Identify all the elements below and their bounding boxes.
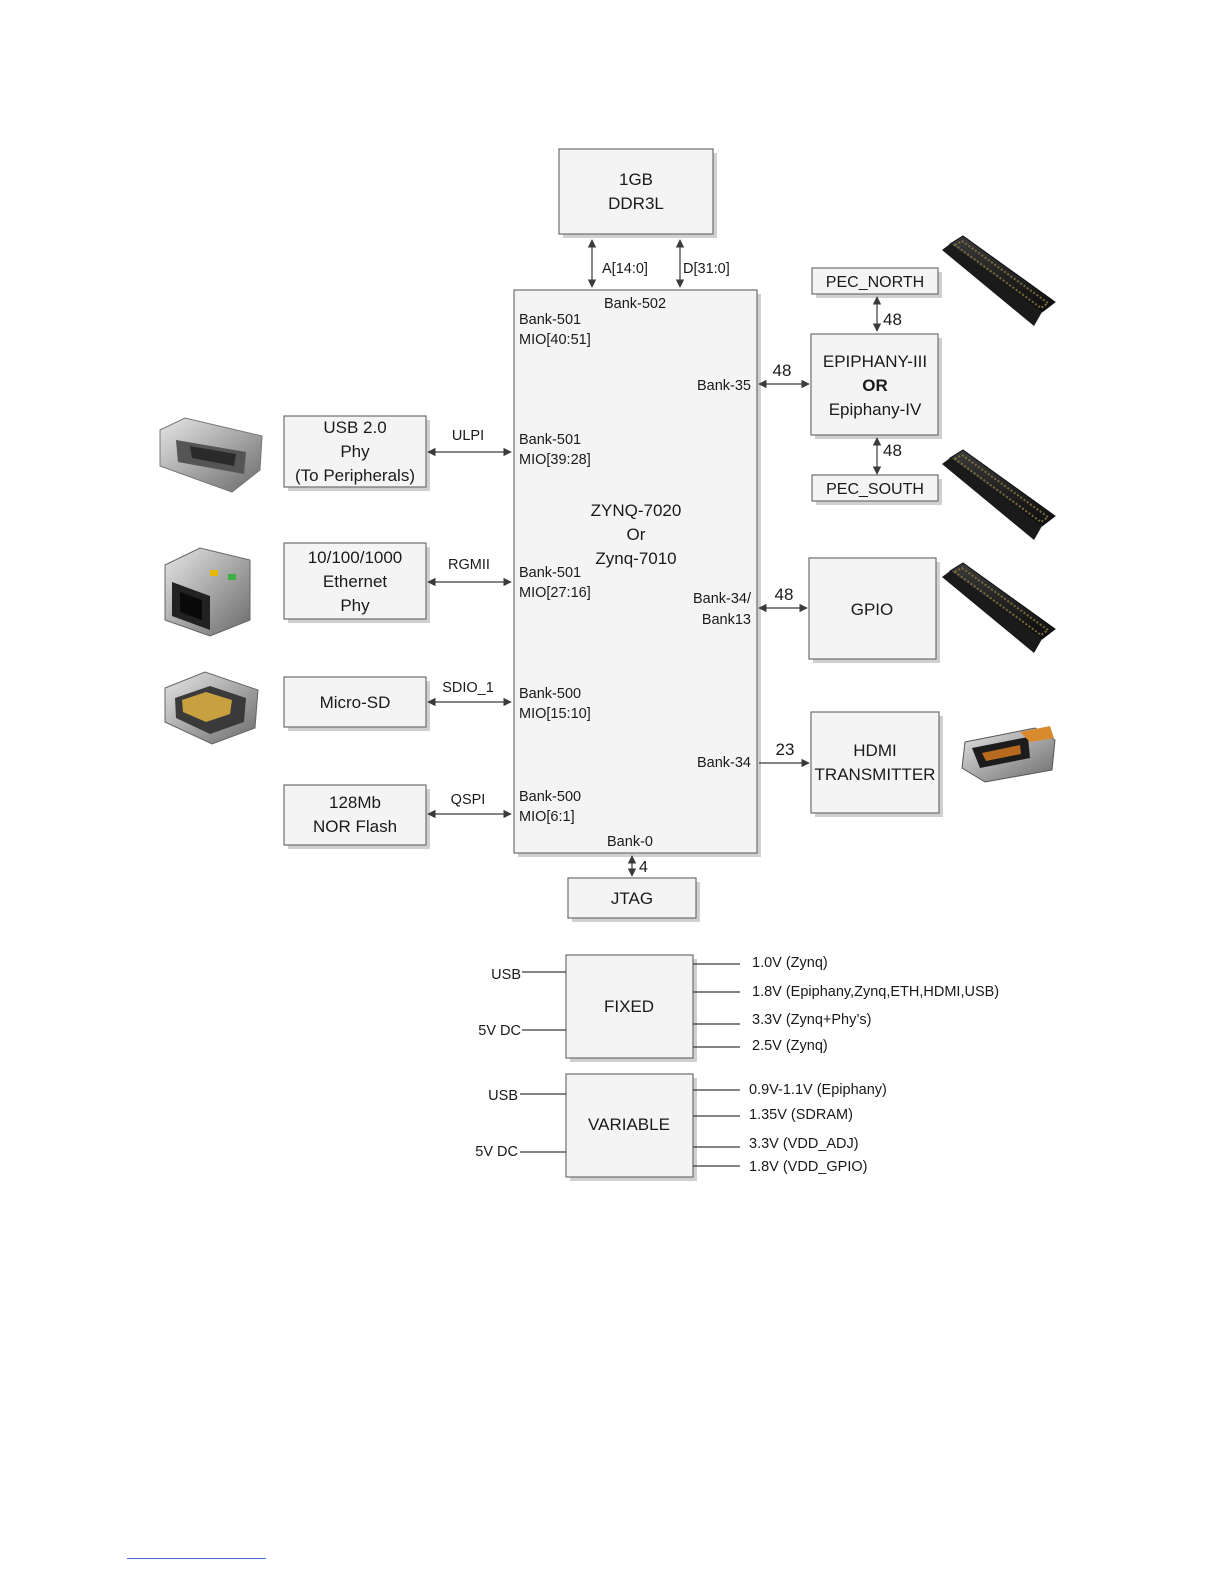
bank-34-13-label-a: Bank-34/ bbox=[693, 591, 752, 607]
ddr3l-block: 1GB DDR3L bbox=[558, 148, 717, 238]
pec-south-block: PEC_SOUTH bbox=[811, 474, 942, 505]
variable-in-5v: 5V DC bbox=[475, 1144, 518, 1160]
south-count: 48 bbox=[883, 441, 902, 460]
eth-line2: Ethernet bbox=[323, 572, 388, 591]
usb-line2: Phy bbox=[340, 442, 370, 461]
jtag-label: JTAG bbox=[611, 889, 653, 908]
sd-label: Micro-SD bbox=[320, 693, 391, 712]
pec-south-connector-icon bbox=[942, 449, 1056, 540]
hdmi-block: HDMI TRANSMITTER bbox=[810, 711, 943, 817]
hdmi-connector-icon bbox=[961, 726, 1056, 783]
eth-line1: 10/100/1000 bbox=[308, 548, 403, 567]
fixed-out-2: 1.8V (Epiphany,Zynq,ETH,HDMI,USB) bbox=[752, 984, 999, 1000]
zynq-title-3: Zynq-7010 bbox=[595, 549, 676, 568]
gpio-block: GPIO bbox=[808, 557, 940, 663]
fixed-out-1: 1.0V (Zynq) bbox=[752, 955, 828, 971]
variable-out-1: 0.9V-1.1V (Epiphany) bbox=[749, 1082, 887, 1098]
variable-out-3: 3.3V (VDD_ADJ) bbox=[749, 1136, 859, 1152]
usb-line1: USB 2.0 bbox=[323, 418, 386, 437]
power-fixed-block: FIXED bbox=[565, 954, 697, 1062]
qspi-label: QSPI bbox=[451, 792, 486, 808]
ddr-address-label: A[14:0] bbox=[602, 261, 648, 277]
mio-qspi-label: MIO[6:1] bbox=[519, 809, 575, 825]
epiphany-line3: Epiphany-IV bbox=[829, 400, 922, 419]
bank-501-top-label: Bank-501 bbox=[519, 312, 581, 328]
ddr-data-label: D[31:0] bbox=[683, 261, 730, 277]
variable-label: VARIABLE bbox=[588, 1115, 670, 1134]
footnote-rule bbox=[127, 1558, 266, 1559]
bank-500-qspi-label: Bank-500 bbox=[519, 789, 581, 805]
nor-flash-block: 128Mb NOR Flash bbox=[283, 784, 430, 849]
bank-34-13-label-b: Bank13 bbox=[702, 612, 751, 628]
ethernet-jack-icon bbox=[164, 547, 251, 637]
usb-phy-block: USB 2.0 Phy (To Peripherals) bbox=[283, 415, 430, 491]
hdmi-count: 23 bbox=[776, 740, 795, 759]
nor-line2: NOR Flash bbox=[313, 817, 397, 836]
pec-north-label: PEC_NORTH bbox=[826, 274, 924, 291]
rgmii-label: RGMII bbox=[448, 557, 490, 573]
variable-in-usb: USB bbox=[488, 1088, 518, 1104]
mio-sd-label: MIO[15:10] bbox=[519, 706, 591, 722]
ethernet-phy-block: 10/100/1000 Ethernet Phy bbox=[283, 542, 430, 623]
ulpi-label: ULPI bbox=[452, 428, 484, 444]
epiphany-line1: EPIPHANY-III bbox=[823, 352, 927, 371]
power-variable-block: VARIABLE bbox=[565, 1073, 697, 1181]
fixed-label: FIXED bbox=[604, 997, 654, 1016]
sdio-label: SDIO_1 bbox=[442, 680, 494, 696]
bank-500-sd-label: Bank-500 bbox=[519, 686, 581, 702]
variable-out-4: 1.8V (VDD_GPIO) bbox=[749, 1159, 867, 1175]
jtag-block: JTAG bbox=[567, 877, 700, 922]
hdmi-line1: HDMI bbox=[853, 741, 896, 760]
bank-502-label: Bank-502 bbox=[604, 296, 666, 312]
nor-line1: 128Mb bbox=[329, 793, 381, 812]
micro-sd-socket-icon bbox=[164, 671, 259, 745]
bank-501-eth-label: Bank-501 bbox=[519, 565, 581, 581]
usb-connector-icon bbox=[159, 417, 263, 493]
mio-top-label: MIO[40:51] bbox=[519, 332, 591, 348]
ddr-line2: DDR3L bbox=[608, 194, 664, 213]
epiphany-block: EPIPHANY-III OR Epiphany-IV bbox=[810, 333, 942, 439]
zynq-title-1: ZYNQ-7020 bbox=[591, 501, 682, 520]
pec-north-connector-icon bbox=[942, 235, 1056, 326]
jtag-count: 4 bbox=[639, 859, 648, 876]
north-count: 48 bbox=[883, 310, 902, 329]
micro-sd-block: Micro-SD bbox=[283, 676, 430, 731]
gpio-connector-icon bbox=[942, 562, 1056, 653]
pec-south-label: PEC_SOUTH bbox=[826, 481, 924, 498]
zynq-block: ZYNQ-7020 Or Zynq-7010 Bank-502 Bank-501… bbox=[513, 289, 761, 857]
ddr-line1: 1GB bbox=[619, 170, 653, 189]
bank-501-usb-label: Bank-501 bbox=[519, 432, 581, 448]
fixed-out-4: 2.5V (Zynq) bbox=[752, 1038, 828, 1054]
pec-north-block: PEC_NORTH bbox=[811, 267, 942, 298]
eth-line3: Phy bbox=[340, 596, 370, 615]
fixed-in-5v: 5V DC bbox=[478, 1023, 521, 1039]
hdmi-line2: TRANSMITTER bbox=[815, 765, 936, 784]
bank-34-label: Bank-34 bbox=[697, 755, 751, 771]
variable-out-2: 1.35V (SDRAM) bbox=[749, 1107, 853, 1123]
fixed-out-3: 3.3V (Zynq+Phy’s) bbox=[752, 1012, 871, 1028]
epiphany-line2: OR bbox=[862, 376, 888, 395]
gpio-count: 48 bbox=[775, 585, 794, 604]
mio-usb-label: MIO[39:28] bbox=[519, 452, 591, 468]
epiphany-count: 48 bbox=[773, 361, 792, 380]
fixed-in-usb: USB bbox=[491, 967, 521, 983]
zynq-title-2: Or bbox=[627, 525, 646, 544]
usb-line3: (To Peripherals) bbox=[295, 466, 415, 485]
gpio-label: GPIO bbox=[851, 600, 894, 619]
bank-35-label: Bank-35 bbox=[697, 378, 751, 394]
mio-eth-label: MIO[27:16] bbox=[519, 585, 591, 601]
bank-0-label: Bank-0 bbox=[607, 834, 653, 850]
